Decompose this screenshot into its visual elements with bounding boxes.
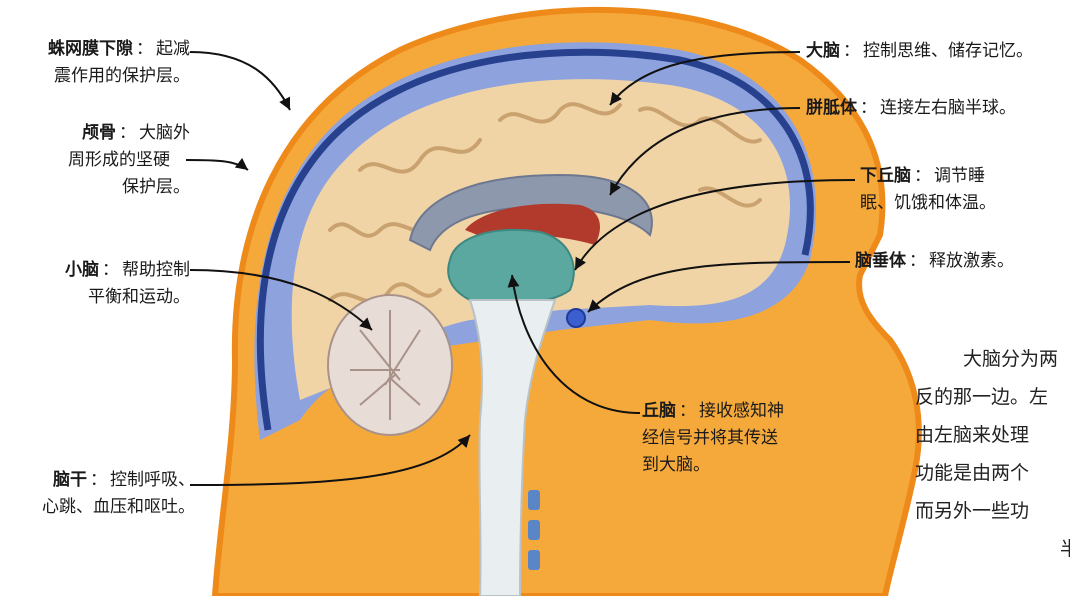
label-pituitary-term: 脑垂体 bbox=[855, 251, 906, 271]
label-cerebellum: 小脑：帮助控制 平衡和运动。 bbox=[65, 257, 190, 311]
label-cerebellum-line-2: 平衡和运动。 bbox=[65, 284, 190, 311]
label-brainstem-line-1: 控制呼吸、 bbox=[110, 470, 195, 490]
leader-arachnoid bbox=[190, 52, 290, 110]
pituitary-gland bbox=[567, 309, 585, 327]
label-hypothalamus-line-2: 眠、饥饿和体温。 bbox=[860, 190, 996, 217]
para-line-1: 大脑分为两 bbox=[915, 340, 1070, 378]
label-arachnoid-line-1: 起减 bbox=[156, 39, 190, 59]
label-cerebrum: 大脑：控制思维、储存记忆。 bbox=[806, 38, 1033, 65]
label-thalamus-term: 丘脑 bbox=[642, 401, 676, 421]
label-corpus-term: 胼胝体 bbox=[806, 98, 857, 118]
label-skull-line-1: 大脑外 bbox=[139, 123, 190, 143]
label-skull-line-2: 周形成的坚硬 bbox=[68, 147, 170, 174]
cerebellum-structure bbox=[328, 295, 452, 435]
label-arachnoid-line-2: 震作用的保护层。 bbox=[48, 63, 190, 90]
label-hypothalamus-sep: ： bbox=[914, 166, 931, 186]
label-cerebrum-sep: ： bbox=[843, 41, 860, 61]
label-thalamus-line-3: 到大脑。 bbox=[642, 452, 784, 479]
thalamus-structure bbox=[448, 230, 574, 304]
label-corpus-line-1: 连接左右脑半球。 bbox=[880, 98, 1016, 118]
label-cerebellum-term: 小脑 bbox=[65, 260, 99, 280]
label-brainstem: 脑干：控制呼吸、 心跳、血压和呕吐。 bbox=[42, 467, 195, 521]
label-hypothalamus-term: 下丘脑 bbox=[860, 166, 911, 186]
label-thalamus: 丘脑：接收感知神 经信号并将其传送 到大脑。 bbox=[642, 398, 784, 479]
label-cerebrum-term: 大脑 bbox=[806, 41, 840, 61]
label-skull: 颅骨：大脑外 周形成的坚硬 保护层。 bbox=[68, 120, 190, 201]
para-line-2: 反的那一边。左 bbox=[915, 378, 1070, 416]
label-pituitary-line-1: 释放激素。 bbox=[929, 251, 1014, 271]
label-skull-sep: ： bbox=[119, 123, 136, 143]
label-arachnoid-term: 蛛网膜下隙 bbox=[48, 39, 133, 59]
label-thalamus-line-2: 经信号并将其传送 bbox=[642, 425, 784, 452]
label-brainstem-sep: ： bbox=[90, 470, 107, 490]
para-line-4: 功能是由两个 bbox=[915, 454, 1070, 492]
label-pituitary-sep: ： bbox=[909, 251, 926, 271]
para-line-3: 由左脑来处理 bbox=[915, 416, 1070, 454]
label-cerebrum-line-1: 控制思维、储存记忆。 bbox=[863, 41, 1033, 61]
spine-segments bbox=[528, 490, 540, 570]
body-paragraph: 大脑分为两 反的那一边。左 由左脑来处理 功能是由两个 而另外一些功 半 bbox=[915, 340, 1070, 568]
label-thalamus-sep: ： bbox=[679, 401, 696, 421]
label-hypothalamus-line-1: 调节睡 bbox=[934, 166, 985, 186]
leader-skull bbox=[186, 160, 248, 170]
label-pituitary: 脑垂体：释放激素。 bbox=[855, 248, 1014, 275]
label-cerebellum-sep: ： bbox=[102, 260, 119, 280]
label-thalamus-line-1: 接收感知神 bbox=[699, 401, 784, 421]
label-brainstem-term: 脑干 bbox=[53, 470, 87, 490]
label-hypothalamus: 下丘脑：调节睡 眠、饥饿和体温。 bbox=[860, 163, 996, 217]
label-cerebellum-line-1: 帮助控制 bbox=[122, 260, 190, 280]
label-corpus-sep: ： bbox=[860, 98, 877, 118]
label-arachnoid: 蛛网膜下隙：起减 震作用的保护层。 bbox=[48, 36, 190, 90]
label-skull-term: 颅骨 bbox=[82, 123, 116, 143]
label-skull-line-3: 保护层。 bbox=[68, 174, 190, 201]
para-line-6: 半 bbox=[915, 530, 1070, 568]
para-line-5: 而另外一些功 bbox=[915, 492, 1070, 530]
label-corpus-callosum: 胼胝体：连接左右脑半球。 bbox=[806, 95, 1016, 122]
label-brainstem-line-2: 心跳、血压和呕吐。 bbox=[42, 494, 195, 521]
label-arachnoid-sep: ： bbox=[136, 39, 153, 59]
